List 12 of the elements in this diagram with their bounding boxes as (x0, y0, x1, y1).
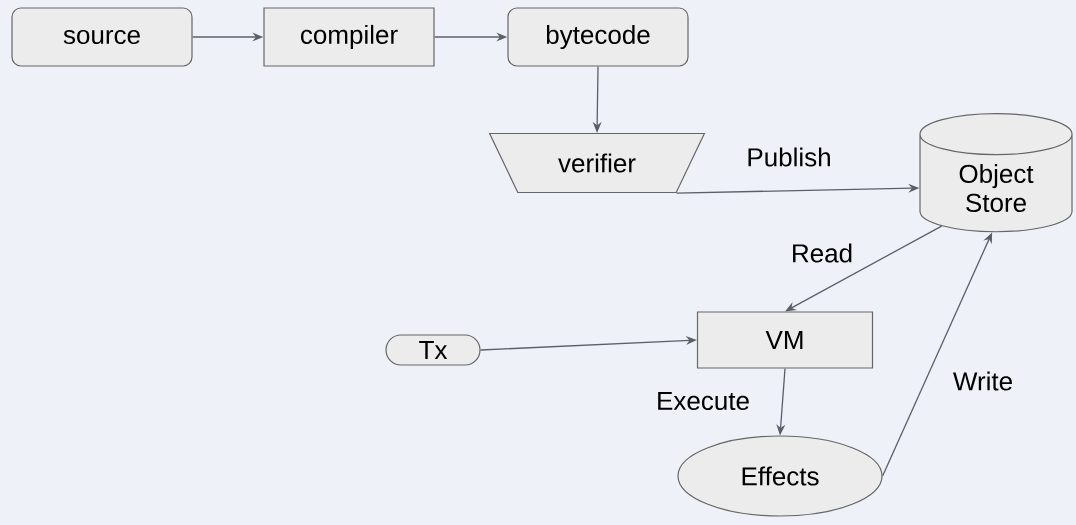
arrow (785, 225, 943, 312)
process-box: compiler (263, 7, 435, 67)
ellipse-node: Effects (677, 435, 883, 517)
edge-label: Read (793, 243, 852, 263)
process-box: bytecode (507, 7, 689, 67)
edge-label: Publish (748, 147, 830, 167)
terminal-box: Tx (385, 334, 481, 366)
edge-label: Execute (658, 391, 749, 411)
edge-label: Write (953, 371, 1012, 391)
process-box: VM (696, 311, 874, 369)
process-box: source (11, 7, 193, 67)
storage-cylinder: Object Store (919, 113, 1073, 233)
